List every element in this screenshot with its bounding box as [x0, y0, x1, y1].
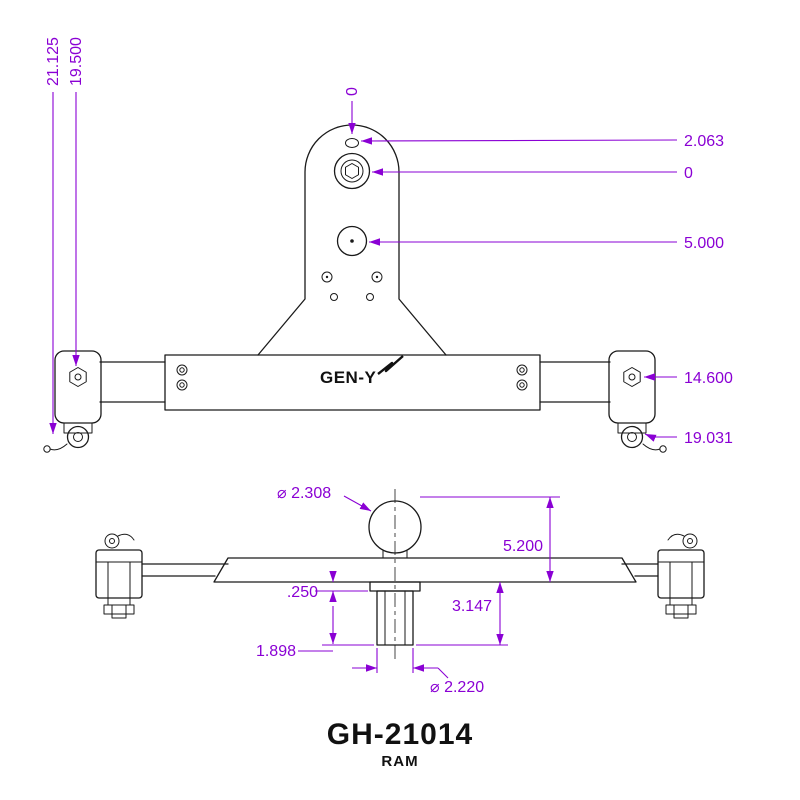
bolt-hole-small — [330, 293, 338, 301]
crossbar-arm-left — [99, 361, 166, 403]
front-view — [95, 489, 705, 662]
dim-shank-drop-label: 3.147 — [452, 598, 492, 615]
dim-ball-top-label: 2.063 — [684, 133, 724, 150]
top-view-dimensions: 21.125 19.500 0 2.063 0 5.000 14.600 — [45, 37, 733, 447]
top-zerk-hole — [345, 138, 359, 148]
dim-ball-height: 5.200 — [420, 496, 560, 582]
spring-pin-right — [617, 422, 667, 453]
dim-datum-top-label: 0 — [344, 87, 361, 96]
dim-plate-thickness: .250 — [287, 571, 368, 602]
bolt-hole-dot — [325, 275, 329, 279]
gen-y-logo: GEN-Y — [320, 355, 404, 387]
dim-datum-ball-label: 0 — [684, 165, 693, 182]
dim-left-inner-label: 19.500 — [68, 37, 85, 86]
clamp-left — [95, 533, 143, 619]
dim-shank-offset-label: 1.898 — [256, 643, 296, 660]
shank-body — [376, 590, 414, 646]
crossbar-arm-right — [539, 361, 611, 403]
dim-left-inner: 19.500 — [68, 37, 85, 366]
dim-plate-thickness-label: .250 — [287, 584, 318, 601]
plate-screws-right — [516, 364, 528, 391]
hex-nut-left — [69, 367, 87, 387]
dim-bolt-row-label: 14.600 — [684, 370, 733, 387]
clamp-right — [657, 533, 705, 619]
hex-nut-right-hole — [628, 373, 636, 381]
center-hole — [336, 225, 368, 257]
ball-neck — [382, 549, 408, 559]
part-number: GH-21014 — [327, 718, 473, 751]
bolt-hole-dot — [375, 275, 379, 279]
dim-bolt-row: 14.600 — [644, 370, 733, 387]
dim-lower-hole-label: 5.000 — [684, 235, 724, 252]
bolt-hole — [371, 271, 383, 283]
hex-nut-right — [623, 367, 641, 387]
plate-profile — [213, 557, 637, 583]
end-block-right — [608, 350, 656, 424]
front-view-dimensions: ⌀ 2.308 5.200 .250 3.147 1.898 — [256, 485, 560, 696]
ball-socket-outer — [333, 152, 371, 190]
lock-pin-hex — [345, 163, 359, 179]
spring-pin-left — [43, 422, 93, 453]
gen-y-logo-text: GEN-Y — [320, 368, 377, 387]
dim-shank-diameter-label: ⌀ 2.220 — [430, 679, 484, 696]
crossbar-center-plate — [164, 354, 541, 411]
hitch-ball — [368, 500, 422, 554]
dim-ball-diameter: ⌀ 2.308 — [277, 485, 372, 512]
arm-right — [621, 563, 659, 577]
ball-socket-inner — [340, 159, 364, 183]
dim-shank-offset: 1.898 — [256, 606, 374, 660]
center-hole-dot — [350, 239, 354, 243]
dim-pin-row-label: 19.031 — [684, 430, 733, 447]
dim-left-outer: 21.125 — [45, 37, 62, 434]
dim-ball-height-label: 5.200 — [503, 538, 543, 555]
shank-bore-lines — [384, 590, 406, 646]
model-name: RAM — [381, 753, 418, 770]
dim-ball-diameter-label: ⌀ 2.308 — [277, 485, 331, 502]
dim-shank-diameter: ⌀ 2.220 — [352, 648, 484, 696]
hex-nut-left-hole — [74, 373, 82, 381]
gen-y-logo-swoosh — [377, 355, 404, 375]
dim-pin-row: 19.031 — [644, 430, 733, 447]
dim-left-outer-label: 21.125 — [45, 37, 62, 86]
end-block-left — [54, 350, 102, 424]
bolt-hole — [321, 271, 333, 283]
plate-screws-left — [176, 364, 188, 391]
dim-lower-hole: 5.000 — [369, 235, 724, 252]
dim-datum-ball: 0 — [372, 165, 693, 182]
top-view: GEN-Y — [43, 124, 667, 453]
bolt-hole-small — [366, 293, 374, 301]
dim-ball-top: 2.063 — [360, 133, 724, 150]
title-block: GH-21014 RAM — [327, 718, 473, 770]
dim-datum-top: 0 — [344, 87, 361, 134]
arm-left — [141, 563, 229, 577]
dim-shank-drop: 3.147 — [416, 582, 508, 646]
